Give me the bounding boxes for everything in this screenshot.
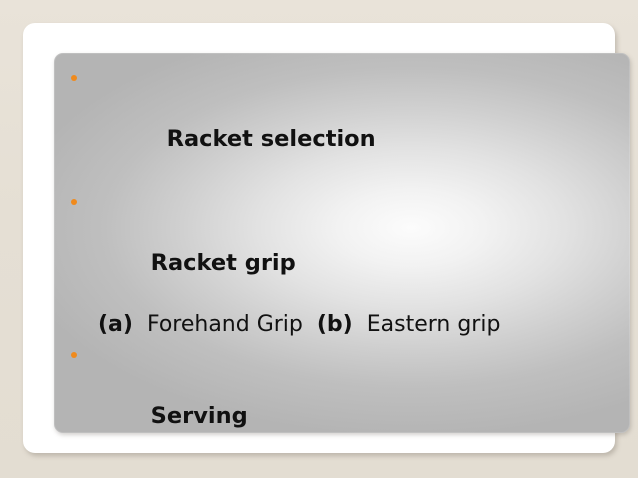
bullet-label-serving: Serving (150, 403, 248, 429)
grip-option-b-text: Eastern grip (352, 312, 501, 337)
bullet-dot-icon (71, 352, 77, 358)
bullet-dot-icon (71, 75, 77, 81)
bullet-label-racket-grip: Racket grip (150, 250, 296, 276)
slide-text-body: Racket selection Racket grip (a) Forehan… (54, 62, 630, 433)
bullet-dot-icon (71, 199, 77, 205)
grip-option-a-marker: (a) (98, 312, 133, 337)
slide-content-panel: Racket selection Racket grip (a) Forehan… (54, 53, 630, 433)
bullet-label-racket-selection: Racket selection (166, 126, 376, 152)
grip-option-a-text: Forehand Grip (132, 312, 317, 337)
sub-line-grip-options: (a) Forehand Grip (b) Eastern grip (54, 310, 630, 339)
slide-frame: Racket selection Racket grip (a) Forehan… (23, 23, 630, 453)
bullet-item-racket-grip: Racket grip (54, 186, 630, 310)
bullet-item-serving: Serving (54, 339, 630, 433)
grip-option-b-marker: (b) (316, 312, 353, 337)
bullet-item-racket-selection: Racket selection (54, 62, 630, 186)
